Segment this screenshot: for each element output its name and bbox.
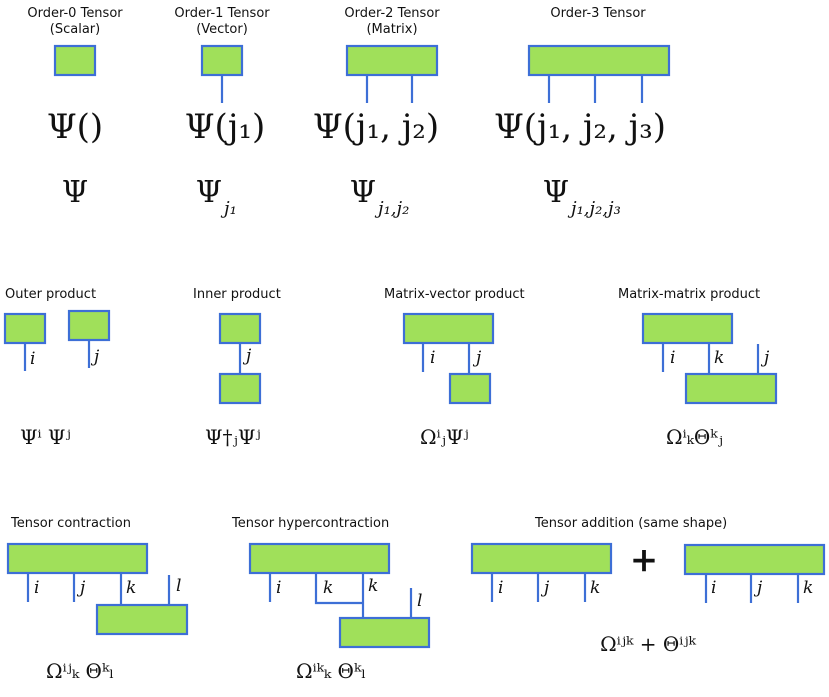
- order-3-tensor: Order-3 Tensor Ψ(j₁, j₂, j₃) Ψ j₁,j₂,j₃: [494, 6, 671, 219]
- matrix-vector-product: Matrix-vector product i j ΩⁱⱼΨʲ: [384, 287, 525, 449]
- leg-label-j: j: [540, 578, 550, 598]
- order-0-function: Ψ(): [47, 107, 103, 147]
- order-3-function: Ψ(j₁, j₂, j₃): [494, 107, 666, 147]
- order-1-function: Ψ(j₁): [185, 107, 266, 147]
- order-3-subscript: j₁,j₂,j₃: [567, 198, 621, 219]
- tensor-node: [67, 309, 111, 342]
- tensor-contraction: Tensor contraction i j k l Ωⁱʲₖ Θᵏₗ: [6, 516, 189, 683]
- tensor-node: [684, 372, 778, 405]
- tensor-node: [470, 542, 613, 575]
- order-2-subscript: j₁,j₂: [374, 198, 409, 219]
- leg-label-i: i: [498, 578, 503, 598]
- leg-label-k: k: [323, 578, 333, 598]
- order-2-function: Ψ(j₁, j₂): [313, 107, 439, 147]
- leg-label-i: i: [430, 348, 435, 368]
- tensor-hypercontraction-title: Tensor hypercontraction: [231, 516, 389, 531]
- matrix-matrix-product: Matrix-matrix product i k j ΩⁱₖΘᵏⱼ: [618, 287, 778, 449]
- tensor-node: [95, 603, 189, 636]
- hyperedge-leg: [314, 573, 362, 605]
- tensor-node: [218, 372, 262, 405]
- outer-product-formula: Ψⁱ Ψʲ: [20, 425, 71, 449]
- leg-label-l: l: [176, 576, 181, 596]
- tensor-hypercontraction: Tensor hypercontraction i k k l Ωⁱᵏₖ Θᵏₗ: [231, 516, 431, 683]
- tensor-hypercontraction-formula: Ωⁱᵏₖ Θᵏₗ: [296, 659, 366, 683]
- leg-label-j: j: [760, 348, 770, 368]
- matrix-matrix-formula: ΩⁱₖΘᵏⱼ: [666, 425, 723, 449]
- order-3-symbol: Ψ: [543, 175, 569, 210]
- order-2-subtitle: (Matrix): [366, 22, 417, 37]
- order-3-title: Order-3 Tensor: [550, 6, 646, 21]
- tensor-contraction-formula: Ωⁱʲₖ Θᵏₗ: [46, 659, 114, 683]
- outer-product: Outer product i j Ψⁱ Ψʲ: [3, 287, 111, 449]
- leg-label-l: l: [417, 591, 422, 611]
- order-0-subtitle: (Scalar): [50, 22, 100, 37]
- leg-label-i: i: [670, 348, 675, 368]
- leg-label-i: i: [276, 578, 281, 598]
- matrix-vector-formula: ΩⁱⱼΨʲ: [420, 425, 469, 449]
- tensor-node: [248, 542, 391, 575]
- tensor-node: [641, 312, 734, 345]
- matrix-vector-title: Matrix-vector product: [384, 287, 525, 302]
- leg-label-i: i: [34, 578, 39, 598]
- tensor-node: [345, 44, 439, 77]
- tensor-node: [338, 616, 431, 649]
- tensor-node: [200, 44, 244, 77]
- leg-label-k: k: [590, 578, 600, 598]
- order-2-tensor: Order-2 Tensor (Matrix) Ψ(j₁, j₂) Ψ j₁,j…: [313, 6, 440, 219]
- tensor-addition: Tensor addition (same shape) i j k + i j…: [470, 516, 826, 656]
- tensor-contraction-title: Tensor contraction: [10, 516, 131, 531]
- leg-label-j: j: [242, 346, 252, 366]
- leg-label-k: k: [803, 578, 813, 598]
- order-0-title: Order-0 Tensor: [27, 6, 123, 21]
- inner-product-formula: Ψ†ⱼΨʲ: [205, 425, 261, 449]
- tensor-node: [218, 312, 262, 345]
- order-1-symbol: Ψ: [196, 175, 222, 210]
- order-1-subtitle: (Vector): [196, 22, 248, 37]
- tensor-addition-formula: Ωⁱʲᵏ + Θⁱʲᵏ: [600, 632, 696, 656]
- leg-label-j: j: [753, 578, 763, 598]
- tensor-node: [53, 44, 97, 77]
- leg-label-k: k: [126, 578, 136, 598]
- order-2-symbol: Ψ: [350, 175, 376, 210]
- tensor-node: [6, 542, 149, 575]
- inner-product-title: Inner product: [193, 287, 281, 302]
- tensor-node: [448, 372, 492, 405]
- leg-label-j: j: [90, 347, 100, 367]
- tensor-node: [402, 312, 495, 345]
- leg-label-i: i: [30, 349, 35, 369]
- plus-sign: +: [630, 540, 659, 580]
- tensor-node: [3, 312, 47, 345]
- inner-product: Inner product j Ψ†ⱼΨʲ: [193, 287, 281, 449]
- leg-label-j: j: [76, 578, 86, 598]
- order-1-tensor: Order-1 Tensor (Vector) Ψ(j₁) Ψ j₁: [174, 6, 270, 219]
- leg-label-i: i: [711, 578, 716, 598]
- order-1-subscript: j₁: [220, 198, 237, 219]
- tensor-addition-title: Tensor addition (same shape): [534, 516, 727, 531]
- order-0-tensor: Order-0 Tensor (Scalar) Ψ() Ψ: [27, 6, 123, 210]
- order-0-symbol: Ψ: [62, 175, 88, 210]
- tensor-node: [683, 543, 826, 576]
- tensor-node: [527, 44, 671, 77]
- outer-product-title: Outer product: [5, 287, 96, 302]
- leg-label-k: k: [368, 576, 378, 596]
- leg-label-j: j: [472, 348, 482, 368]
- order-2-title: Order-2 Tensor: [344, 6, 440, 21]
- matrix-matrix-title: Matrix-matrix product: [618, 287, 760, 302]
- leg-label-k: k: [714, 348, 724, 368]
- order-1-title: Order-1 Tensor: [174, 6, 270, 21]
